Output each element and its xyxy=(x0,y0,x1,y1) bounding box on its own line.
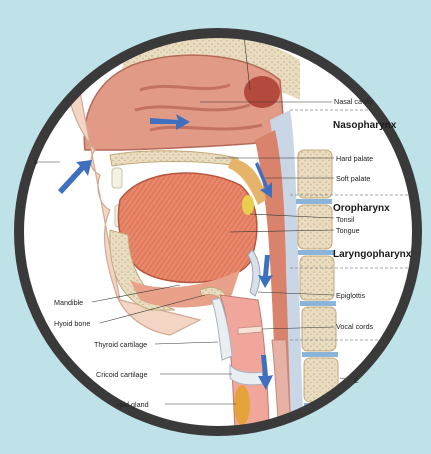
label-hyoid-bone: Hyoid bone xyxy=(54,320,90,327)
label-epiglottis: Epiglottis xyxy=(336,292,365,299)
label-laryngopharynx: Laryngopharynx xyxy=(333,250,411,260)
label-nasopharynx: Nasopharynx xyxy=(333,121,396,131)
label-oropharynx: Oropharynx xyxy=(333,204,390,214)
label-nasal-cavity: Nasal cavity xyxy=(334,98,373,105)
label-soft-palate: Soft palate xyxy=(336,175,370,182)
tongue-muscle xyxy=(118,173,256,282)
label-tonsil: Tonsil xyxy=(336,216,354,223)
label-left-cut: s xyxy=(34,158,38,165)
label-hard-palate: Hard palate xyxy=(336,155,373,162)
label-mandible: Mandible xyxy=(54,299,83,306)
upper-tooth xyxy=(112,168,122,188)
label-thyroid-gland: rpid gland xyxy=(117,401,149,408)
label-vocal-cords: Vocal cords xyxy=(336,323,373,330)
label-thyroid-cartilage: Thyroid cartilage xyxy=(94,341,147,348)
thyroid-gland-shape xyxy=(234,385,250,425)
label-tongue: Tongue xyxy=(336,227,360,234)
label-bottom-right-cut: E xyxy=(354,377,359,384)
tonsil-shape xyxy=(242,195,254,215)
vocal-cords-shape xyxy=(238,326,262,334)
sphenoid-sinus xyxy=(244,76,280,108)
label-cricoid-cartilage: Cricoid cartilage xyxy=(96,371,148,378)
